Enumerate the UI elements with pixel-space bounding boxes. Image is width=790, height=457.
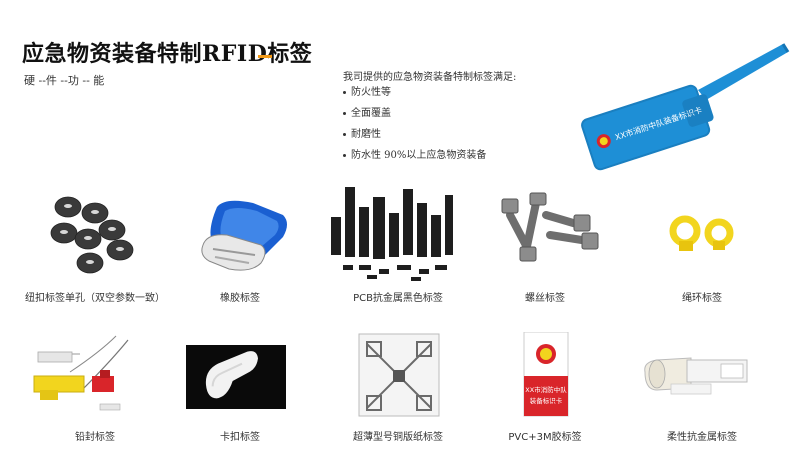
product-card[interactable]: 绳环标签	[627, 185, 777, 310]
seal-tag-icon	[33, 335, 129, 411]
product-label: 纽扣标签单孔（双空参数一致）	[25, 293, 165, 304]
clip-tag-icon	[186, 345, 286, 409]
product-label: 柔性抗金属标签	[667, 432, 737, 443]
product-card[interactable]: 螺丝标签	[470, 185, 620, 310]
product-card[interactable]: 铅封标签	[20, 332, 170, 457]
page-title: 应急物资装备特制RFID标签	[22, 41, 313, 67]
feature-item: 防水性 90%以上应急物资装备	[343, 145, 486, 166]
svg-text:装备标识卡: 装备标识卡	[530, 396, 563, 405]
pvc-card-icon: XX市消防中队 装备标识卡	[523, 332, 569, 417]
product-card[interactable]: PCB抗金属黑色标签	[323, 185, 473, 310]
product-card[interactable]: 纽扣标签单孔（双空参数一致）	[20, 185, 170, 310]
bullet-icon	[343, 154, 346, 157]
intro-text: 我司提供的应急物资装备特制标签满足:	[343, 72, 517, 83]
product-grid: 纽扣标签单孔（双空参数一致） 橡胶标签 PC	[20, 185, 777, 443]
feature-list: 防火性等 全面覆盖 耐磨性 防水性 90%以上应急物资装备	[343, 82, 486, 166]
product-card[interactable]: 超薄型号铜版纸标签	[323, 332, 473, 457]
product-label: 橡胶标签	[220, 293, 260, 304]
page-subtitle: 硬 --件 --功 -- 能	[24, 74, 105, 87]
bullet-icon	[343, 91, 346, 94]
feature-item: 全面覆盖	[343, 103, 486, 124]
feature-item: 耐磨性	[343, 124, 486, 145]
product-label: 绳环标签	[682, 293, 722, 304]
product-label: 螺丝标签	[525, 293, 565, 304]
pcb-tags-icon	[331, 187, 453, 281]
title-accent-mark	[258, 55, 272, 58]
product-label: 卡扣标签	[220, 432, 260, 443]
product-card[interactable]: 柔性抗金属标签	[627, 332, 777, 457]
feature-item: 防火性等	[343, 82, 486, 103]
product-label: 超薄型号铜版纸标签	[353, 432, 443, 443]
flexible-tag-icon	[644, 357, 748, 395]
product-card[interactable]: 橡胶标签	[165, 185, 315, 310]
product-card[interactable]: XX市消防中队 装备标识卡 PVC+3M胶标签	[470, 332, 620, 457]
product-card[interactable]: 卡扣标签	[165, 332, 315, 457]
screw-tags-icon	[501, 192, 599, 262]
product-label: PVC+3M胶标签	[508, 432, 582, 443]
button-tags-icon	[50, 196, 134, 274]
product-label: PCB抗金属黑色标签	[353, 293, 443, 304]
paper-label-icon	[358, 333, 440, 417]
bullet-icon	[343, 133, 346, 136]
rope-ring-tag-icon	[669, 215, 734, 251]
svg-text:XX市消防中队: XX市消防中队	[525, 385, 567, 394]
bullet-icon	[343, 112, 346, 115]
rubber-tag-icon	[201, 200, 287, 271]
blue-seal-tag-icon: XX市消防中队装备标识卡	[581, 43, 790, 171]
product-label: 铅封标签	[75, 432, 115, 443]
